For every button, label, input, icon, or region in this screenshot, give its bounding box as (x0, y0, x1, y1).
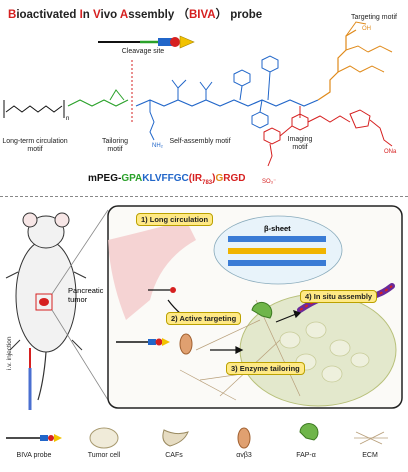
long-term-label: Long-term circulation motif (2, 138, 68, 153)
probe-in-vessel (148, 287, 176, 293)
tailoring-label: Tailoring motif (101, 138, 129, 153)
imaging-dye (263, 106, 393, 167)
fap-enzyme (251, 301, 273, 319)
probe-icon (98, 35, 195, 49)
peptide-sequence: mPEG-GPAKLVFFGC(IR783)GRGD (88, 173, 246, 186)
legend-label-probe: BIVA probe (16, 452, 52, 459)
cleavage-site-label: Cleavage site (121, 48, 165, 55)
page-title: Bioactivated In Vivo Assembly （BIVA） pro… (8, 9, 263, 21)
legend-label-fap: FAP-α (296, 452, 316, 459)
beta-sheet-label: β-sheet (264, 224, 291, 233)
step-enzyme-tailoring: 3) Enzyme tailoring (226, 362, 305, 375)
tailoring-backbone (67, 99, 129, 107)
phenyl-ring-1 (233, 69, 251, 87)
phenyl-ring-3 (261, 55, 279, 73)
legend-label-integrin: αvβ3 (236, 452, 252, 459)
nh2-label: NH₂ (152, 143, 164, 149)
legend-label-cafs: CAFs (165, 452, 183, 459)
step-long-circulation: 1) Long circulation (136, 213, 214, 226)
beta-sheet-strands (228, 236, 326, 266)
probe-targeting (116, 338, 170, 346)
legend-label-ecm: ECM (362, 452, 378, 459)
cooh-label: OH (362, 26, 371, 32)
blood-vessel (108, 220, 196, 320)
legend-label-tumor-cell: Tumor cell (87, 452, 121, 459)
legend (6, 423, 388, 449)
ona-label: ONa (384, 149, 397, 155)
phenyl-ring-2 (251, 111, 269, 129)
chemical-structure: n NH₂ OH SO₃⁻ ONa (3, 21, 397, 185)
self-assembly-label: Self-assembly motif (169, 138, 231, 145)
targeting-motif-label: Targeting motif (351, 14, 397, 21)
injection-label: i.v. injection (6, 336, 13, 370)
so3-label: SO₃⁻ (262, 179, 276, 185)
mouse-illustration (5, 212, 87, 401)
imaging-label: Imaging motif (287, 136, 313, 151)
mechanism-panel (5, 205, 403, 449)
pancreatic-tumor-label: Pancreatic tumor (68, 286, 104, 304)
peg-chain (3, 100, 65, 118)
step-active-targeting: 2) Active targeting (166, 312, 242, 325)
step-in-situ-assembly: 4) In situ assembly (300, 290, 378, 303)
n-subscript: n (66, 116, 69, 122)
targeting-backbone (317, 29, 357, 101)
self-assembly-backbone (135, 99, 319, 107)
section-divider (0, 196, 408, 197)
integrin-receptor (179, 333, 193, 355)
